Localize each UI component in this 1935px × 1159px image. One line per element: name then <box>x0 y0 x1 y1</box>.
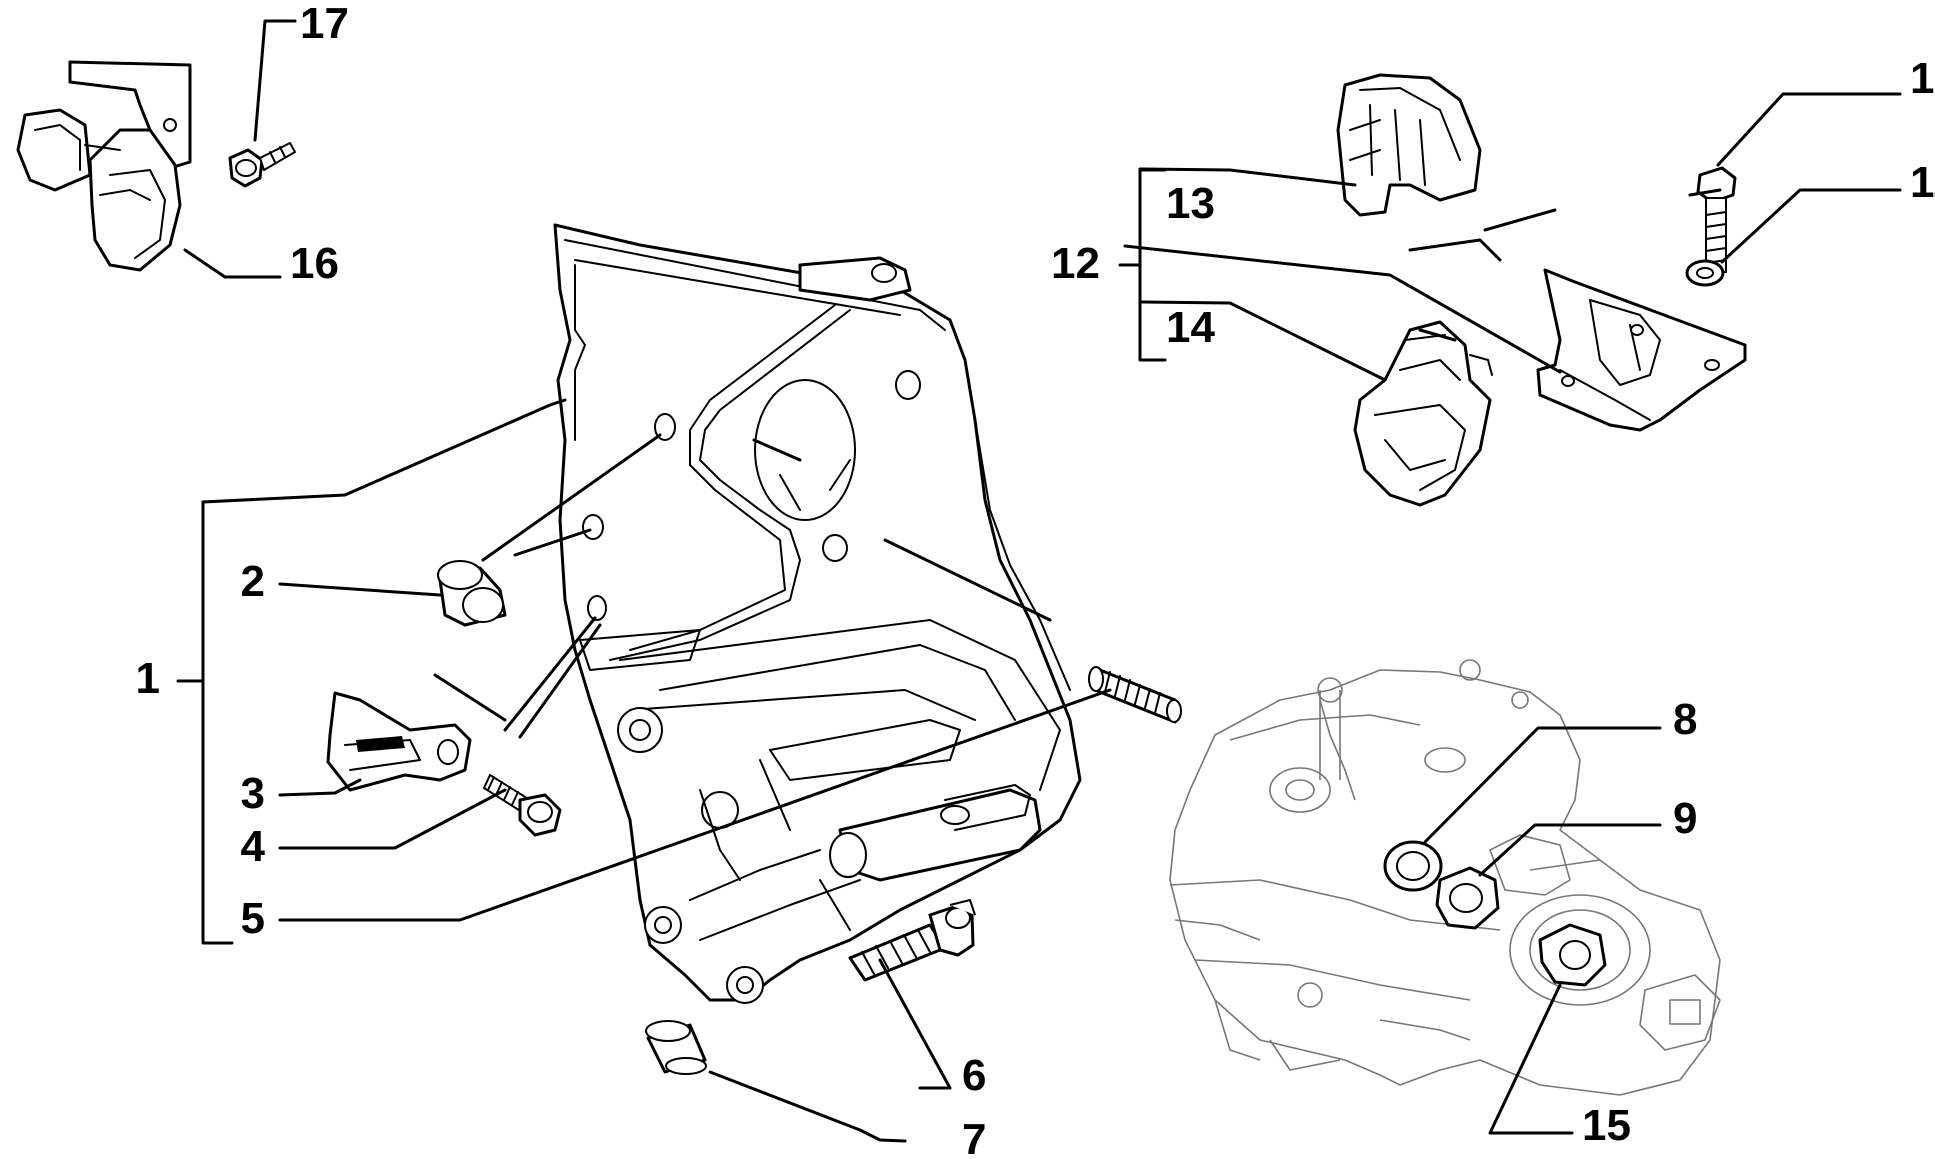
leader-lines <box>176 19 1902 1143</box>
injection-pump-outline <box>1169 659 1721 1096</box>
callout-8: 8 <box>1673 695 1697 744</box>
callout-3: 3 <box>241 769 265 818</box>
part-16-sensor-bracket <box>16 60 192 272</box>
callout-13: 13 <box>1166 179 1215 228</box>
part-3-plate <box>326 691 472 792</box>
part-9-nut <box>1435 866 1500 930</box>
callout-4: 4 <box>241 822 266 871</box>
part-13-sensor-clip <box>1336 73 1482 217</box>
callout-15: 15 <box>1582 1101 1631 1150</box>
part-2-bush <box>437 560 507 627</box>
part-4-bolt <box>483 774 562 837</box>
callout-17: 17 <box>300 0 349 48</box>
part-6-screw <box>848 899 976 982</box>
callout-5: 5 <box>241 894 265 943</box>
callout-7: 7 <box>962 1115 986 1159</box>
part-11-washer <box>1685 259 1725 287</box>
part-7-sleeve <box>645 1020 707 1075</box>
callout-14: 14 <box>1166 303 1215 352</box>
callout-16: 16 <box>290 239 339 288</box>
main-bracket <box>553 223 1082 1004</box>
part-10-bolt <box>1696 166 1737 273</box>
callout-10: 10 <box>1910 54 1935 103</box>
part-5-stud <box>1088 666 1182 724</box>
part-14-sensor-clip <box>1353 320 1493 507</box>
callout-12: 12 <box>1051 239 1100 288</box>
part-15-nut <box>1538 923 1607 987</box>
callout-9: 9 <box>1673 794 1697 843</box>
callout-labels: 1 2 3 4 5 6 7 8 9 10 11 12 13 14 15 16 1… <box>136 0 1935 1159</box>
part-17-bolt <box>228 142 296 188</box>
callout-6: 6 <box>962 1051 986 1100</box>
callout-1: 1 <box>136 654 160 703</box>
callout-11: 11 <box>1910 158 1935 207</box>
callout-2: 2 <box>241 557 265 606</box>
part-8-washer <box>1383 840 1443 892</box>
part-12-bracket <box>1536 268 1747 432</box>
